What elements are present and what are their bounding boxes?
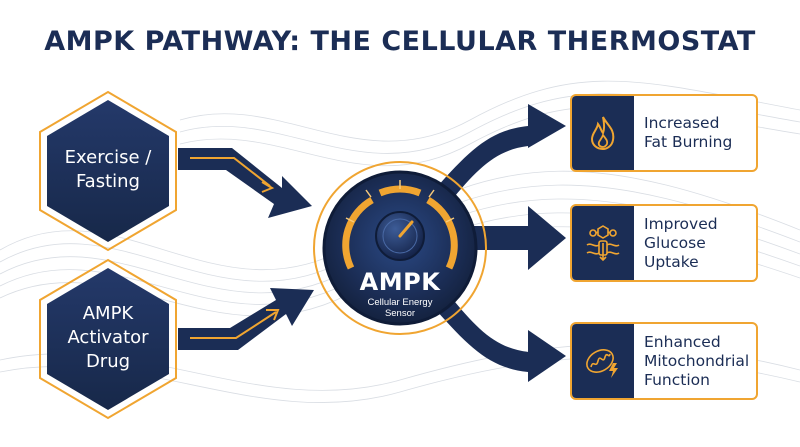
input-label-line: Activator <box>67 327 149 348</box>
output-label-line: Fat Burning <box>644 133 733 151</box>
output-label-line: Enhanced <box>644 332 721 351</box>
page-title: AMPK PATHWAY: THE CELLULAR THERMOSTAT <box>44 26 756 57</box>
output-label-line: Increased <box>644 114 720 132</box>
input-label-line: Drug <box>85 351 131 372</box>
sensor-subtitle: Cellular Energy Sensor <box>345 297 455 319</box>
input-hexagon-exercise <box>39 90 177 252</box>
input-label-exercise: Exercise / Fasting <box>48 146 168 194</box>
output-label-line: Mitochondrial <box>644 351 750 370</box>
mitochondria-energy-icon <box>586 349 618 378</box>
ampk-sensor-dial <box>313 161 487 335</box>
output-label-line: Improved <box>644 214 718 233</box>
input-arrow-bottom <box>178 288 314 350</box>
output-label-line: Uptake <box>644 252 699 271</box>
output-label-glucose-uptake: Improved Glucose Uptake <box>644 206 756 280</box>
input-label-line: Exercise / <box>64 147 152 168</box>
output-label-line: Glucose <box>644 233 706 252</box>
output-arrows <box>436 104 566 382</box>
input-label-drug: AMPK Activator Drug <box>48 302 168 374</box>
sensor-subtitle-line: Cellular Energy <box>367 297 433 308</box>
output-card-glucose-uptake: Improved Glucose Uptake <box>570 204 758 282</box>
sensor-subtitle-line: Sensor <box>384 308 416 319</box>
flame-icon <box>590 116 615 151</box>
output-card-fat-burning: Increased Fat Burning <box>570 94 758 172</box>
output-label-mitochondrial-function: Enhanced Mitochondrial Function <box>644 324 756 398</box>
input-arrow-top <box>178 148 312 218</box>
output-label-line: Function <box>644 370 710 389</box>
sensor-name: AMPK <box>359 268 441 296</box>
glucose-transport-icon <box>586 225 620 262</box>
input-label-line: Fasting <box>75 171 140 192</box>
input-hexagon-drug <box>39 258 177 420</box>
output-card-mitochondrial-function: Enhanced Mitochondrial Function <box>570 322 758 400</box>
input-label-line: AMPK <box>82 303 134 324</box>
output-label-fat-burning: Increased Fat Burning <box>644 96 756 170</box>
